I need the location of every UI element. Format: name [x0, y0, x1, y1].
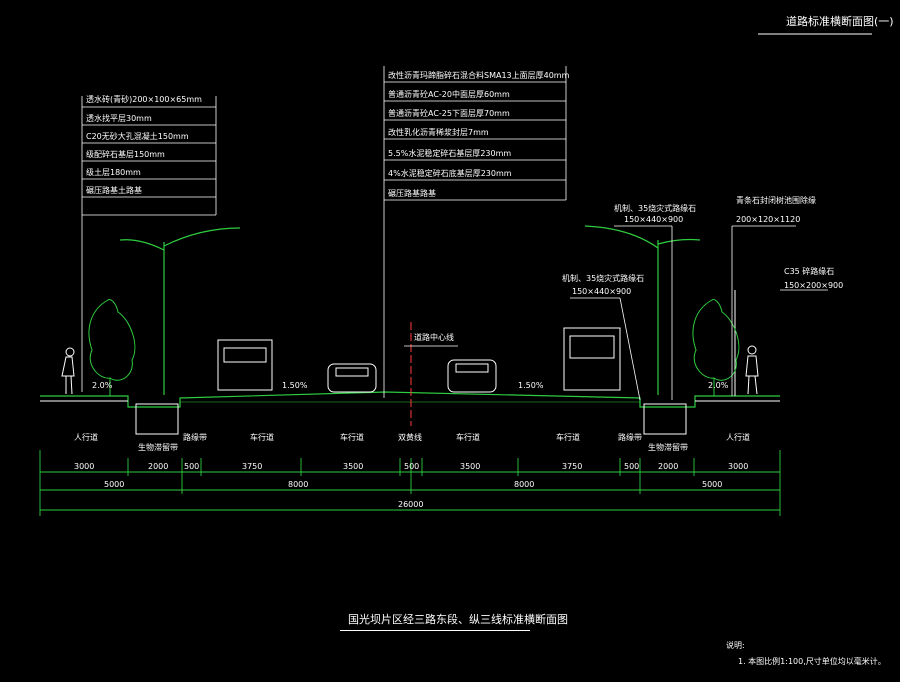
dimension: 500 [624, 462, 640, 471]
center-callout: 普通沥青砼AC-25下面层厚70mm [388, 109, 510, 118]
drawing-title: 国光坝片区经三路东段、纵三线标准横断面图 [348, 613, 568, 626]
center-callout: 5.5%水泥稳定碎石基层厚230mm [388, 149, 512, 158]
dimension: 8000 [288, 480, 309, 489]
curb-label-lower: 机制、35烧灾式路缘石 [562, 274, 645, 283]
zone-label: 车行道 [250, 433, 274, 442]
dimension: 2000 [658, 462, 679, 471]
dimension: 500 [184, 462, 200, 471]
curb-size-lower: 150×440×900 [572, 287, 632, 296]
zone-label: 车行道 [556, 433, 580, 442]
slope-label: 1.50% [282, 381, 308, 390]
tree-icon [88, 299, 740, 396]
note-item: 1. 本图比例1:100,尺寸单位均以毫米计。 [738, 657, 886, 666]
center-callout: 碾压路基路基 [388, 189, 436, 198]
left-callout: C20无砂大孔混凝土150mm [86, 132, 189, 141]
zone-label: 生物滞留带 [138, 443, 178, 452]
dimension: 2000 [148, 462, 169, 471]
planter-size: 200×120×1120 [736, 215, 801, 224]
dimension: 3000 [728, 462, 749, 471]
car-icon [447, 359, 497, 393]
zone-label: 人行道 [726, 433, 750, 442]
car-icon [327, 363, 377, 393]
left-callout: 透水找平层30mm [86, 114, 152, 123]
vehicles [217, 327, 621, 393]
dimension: 5000 [702, 480, 723, 489]
left-callout: 级土层180mm [86, 168, 141, 177]
dimension: 3500 [343, 462, 364, 471]
dimension: 3500 [460, 462, 481, 471]
dimension: 3750 [562, 462, 583, 471]
center-callout: 改性乳化沥青稀浆封层7mm [388, 128, 489, 137]
left-callout: 碾压路基土路基 [86, 186, 142, 195]
dimension: 5000 [104, 480, 125, 489]
zone-label: 人行道 [74, 433, 98, 442]
dimension: 3000 [74, 462, 95, 471]
dimension-lines [39, 450, 781, 516]
dimension: 500 [404, 462, 420, 471]
left-callout: 级配碎石基层150mm [86, 150, 165, 159]
truck-icon [217, 339, 273, 391]
dimension-total: 26000 [398, 500, 424, 509]
curb-label-upper: 机制、35烧灾式路缘石 [614, 204, 697, 213]
sheet-title: 道路标准横断面图(一) [786, 15, 894, 28]
planter-label: 青条石封闭树池围除缘 [736, 196, 816, 205]
left-callout: 透水砖(青砂)200×100×65mm [86, 95, 202, 104]
zone-label: 路缘带 [618, 433, 642, 442]
title-underline [340, 630, 530, 631]
slope-label: 2.0% [92, 381, 113, 390]
notes-title: 说明: [726, 641, 745, 650]
edge-size: 150×200×900 [784, 281, 844, 290]
dimension: 3750 [242, 462, 263, 471]
slope-label: 2.0% [708, 381, 729, 390]
pedestrian-icon [61, 345, 759, 395]
edge-label: C35 碎路缘石 [784, 267, 835, 276]
bus-icon [563, 327, 621, 391]
structure-lines [40, 290, 780, 435]
zone-label: 生物滞留带 [648, 443, 688, 452]
center-callout: 普通沥青砼AC-20中面层厚60mm [388, 90, 510, 99]
leader-lines [81, 66, 828, 401]
center-callout: 4%水泥稳定碎石底基层厚230mm [388, 169, 512, 178]
road-profile [40, 225, 780, 408]
dimension: 8000 [514, 480, 535, 489]
slope-label: 1.50% [518, 381, 544, 390]
center-callout: 改性沥青玛蹄脂碎石混合料SMA13上面层厚40mm [388, 71, 570, 80]
centerline-label: 道路中心线 [414, 333, 454, 342]
zone-label: 路缘带 [183, 433, 207, 442]
zone-label: 车行道 [456, 433, 480, 442]
zone-label: 车行道 [340, 433, 364, 442]
zone-label: 双黄线 [398, 433, 422, 442]
curb-size-upper: 150×440×900 [624, 215, 684, 224]
